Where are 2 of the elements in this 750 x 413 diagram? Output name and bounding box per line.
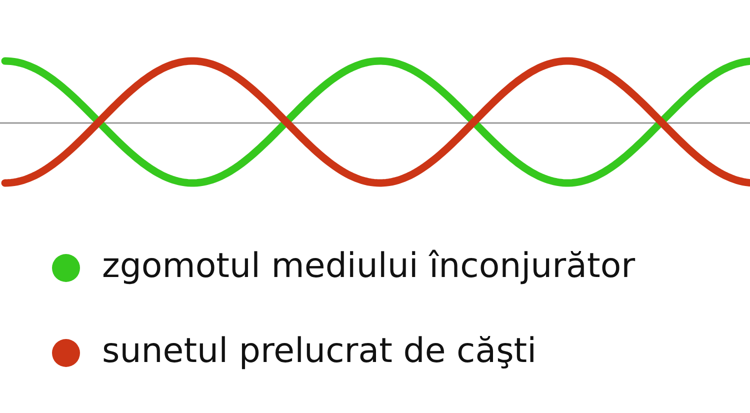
legend-label: zgomotul mediului înconjurător	[102, 246, 636, 286]
legend-label: sunetul prelucrat de căşti	[102, 331, 537, 371]
